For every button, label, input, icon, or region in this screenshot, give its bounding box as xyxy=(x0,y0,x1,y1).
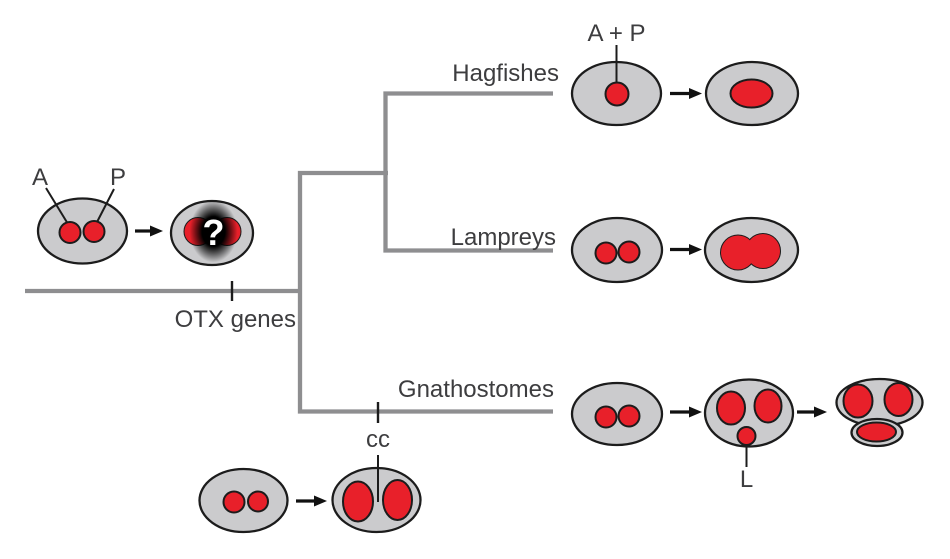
gnathostome-adult-organ-right xyxy=(883,382,914,417)
cc-inset-organ-left xyxy=(342,480,374,523)
cc-inset-posterior-dot xyxy=(247,490,269,513)
posterior-pointer-line xyxy=(95,188,115,225)
lamprey-posterior-dot xyxy=(617,240,641,264)
taxon-label-hagfishes: Hagfishes xyxy=(452,60,559,87)
cc-event-label: cc xyxy=(366,426,390,453)
cc-inset-outcome-cell xyxy=(331,455,422,534)
anterior-label: A xyxy=(32,164,48,191)
hagfish-embryo-cell xyxy=(570,45,663,127)
gnathostome-adult-organ-left xyxy=(842,383,874,419)
gnathostome-lens-dot xyxy=(736,426,757,446)
gnathostome-embryo-cell xyxy=(570,381,664,447)
arrow-lamprey xyxy=(670,244,702,255)
cc-inset-embryo-cell xyxy=(198,467,289,534)
unknown-smudge xyxy=(189,200,238,263)
arrow-ancestor xyxy=(135,225,163,237)
gnathostome-posterior-dot xyxy=(617,404,641,428)
arrow-head xyxy=(150,225,163,237)
ancestral-unknown-cell: ? xyxy=(169,199,255,267)
hagfish-single-organ xyxy=(729,78,774,109)
arrow-hagfish xyxy=(670,88,702,99)
tree-main-clade xyxy=(297,170,553,414)
posterior-placode-dot xyxy=(82,220,106,243)
arrow-gnathostome-2 xyxy=(797,406,827,418)
lamprey-fused-organ-right-fill xyxy=(746,234,780,268)
gnathostome-organ-left xyxy=(716,390,746,426)
anterior-pointer-line xyxy=(45,187,69,225)
tree-cyclostome-clade xyxy=(383,91,553,253)
otx-genes-label: OTX genes xyxy=(175,306,296,333)
lamprey-adult-cell xyxy=(703,216,800,284)
cc-inset-organ-right xyxy=(382,479,413,521)
lens-label: L xyxy=(740,466,753,493)
taxon-label-lampreys: Lampreys xyxy=(451,224,556,251)
cc-inset-anterior-dot xyxy=(222,490,246,514)
arrow-head xyxy=(689,244,702,255)
posterior-label: P xyxy=(110,164,126,191)
arrow-cc-inset xyxy=(296,495,327,507)
hagfish-fused-label: A + P xyxy=(587,20,645,47)
lamprey-anterior-dot xyxy=(594,241,618,265)
gnathostome-adult-cell xyxy=(835,377,924,448)
ancestral-placode-cell xyxy=(36,187,129,265)
lamprey-fused-organ-left-fill xyxy=(721,235,755,270)
ancestral-cell-body xyxy=(36,197,129,265)
lamprey-embryo-cell xyxy=(570,216,664,284)
tree-branches xyxy=(25,91,553,423)
taxon-label-gnathostomes: Gnathostomes xyxy=(398,376,554,403)
arrow-head xyxy=(689,406,702,418)
hagfish-single-placode-dot xyxy=(604,81,630,107)
gnathostome-pouch-organ xyxy=(856,421,897,443)
arrow-head xyxy=(314,495,327,507)
gnathostome-organ-right xyxy=(753,388,783,424)
gnathostome-anterior-dot xyxy=(594,405,618,429)
gnathostome-intermediate-cell xyxy=(703,378,795,467)
arrow-head xyxy=(689,88,702,99)
arrow-head xyxy=(814,406,827,418)
arrow-gnathostome-1 xyxy=(670,406,702,418)
hagfish-adult-cell xyxy=(704,60,800,127)
anterior-placode-dot xyxy=(58,221,82,244)
unknown-question-mark: ? xyxy=(203,212,225,253)
